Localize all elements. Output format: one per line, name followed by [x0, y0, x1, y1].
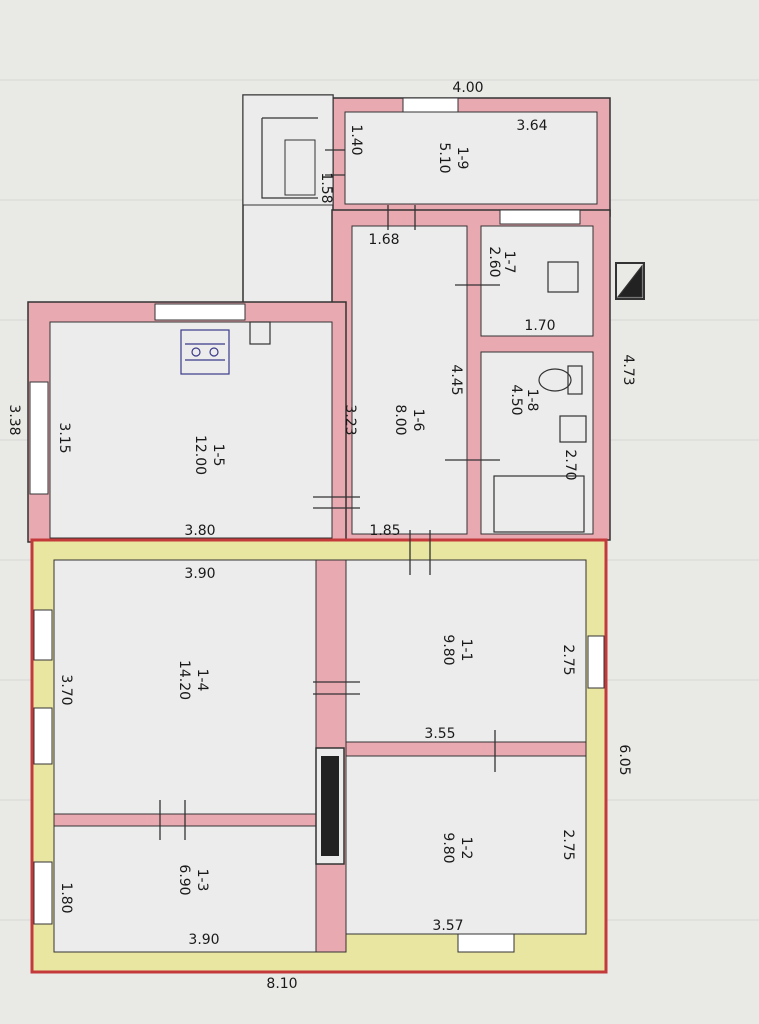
sink-icon	[249, 321, 271, 345]
room-1-7-floor	[480, 225, 594, 337]
window-left-b	[33, 707, 53, 765]
room-1-9-area: 5.10	[436, 142, 452, 173]
room-1-7-id: 1-7	[501, 251, 517, 274]
dim-1-40: 1.40	[348, 124, 364, 155]
room-1-5-id: 1-5	[210, 444, 226, 467]
door-marks	[159, 149, 500, 840]
room-1-9-id: 1-9	[454, 147, 470, 170]
room-1-5-dim-b: 3.80	[184, 523, 215, 539]
dim-1-85: 1.85	[369, 523, 400, 539]
room-1-1-floor	[345, 559, 587, 743]
room-1-4-area: 14.20	[176, 660, 192, 700]
toilet-icon	[538, 368, 572, 392]
room-1-6-floor	[351, 225, 468, 535]
room-1-7-dim: 1.70	[524, 318, 555, 334]
room-1-6-id: 1-6	[410, 409, 426, 432]
washbasin-icon	[559, 415, 587, 443]
window-left-1-5	[29, 381, 49, 495]
window-1-7	[499, 209, 581, 225]
room-1-2-dim-a: 2.75	[560, 829, 576, 860]
dim-3-55: 3.55	[424, 726, 455, 742]
fixtures	[180, 261, 645, 533]
lower-walls	[30, 538, 608, 974]
dim-left-side: 3.38	[6, 404, 22, 435]
room-1-6-dim-b: 4.45	[448, 364, 464, 395]
room-1-8-id: 1-8	[524, 389, 540, 412]
room-1-5-dim-a: 3.15	[56, 422, 72, 453]
room-1-9-dim: 3.64	[516, 118, 547, 134]
room-1-2-area: 9.80	[440, 832, 456, 863]
dim-right-upper: 4.73	[620, 354, 636, 385]
room-1-3-dim-b: 3.90	[188, 932, 219, 948]
stove-icon	[180, 329, 230, 375]
room-1-3-area: 6.90	[176, 864, 192, 895]
room-1-5-area: 12.00	[192, 435, 208, 475]
window-left-a	[33, 609, 53, 661]
dim-1-58: 1.58	[318, 172, 334, 203]
dim-bottom: 8.10	[266, 976, 297, 992]
boiler-icon	[547, 261, 579, 293]
dim-1-68: 1.68	[368, 232, 399, 248]
room-1-2-dim-b: 3.57	[432, 918, 463, 934]
room-1-8-floor	[480, 351, 594, 535]
meter-icon	[615, 262, 645, 300]
room-1-4-id: 1-4	[194, 669, 210, 692]
room-labels: 1-9 5.10 3.64 1-7 2.60 1.70 1-8 4.50 2.7…	[56, 118, 578, 948]
room-1-1-id: 1-1	[458, 639, 474, 662]
room-1-4-dim-a: 3.70	[58, 674, 74, 705]
window-right	[587, 635, 605, 689]
room-1-5-floor	[49, 321, 333, 539]
room-1-1-dim: 2.75	[560, 644, 576, 675]
window-bottom	[457, 933, 515, 953]
room-1-3-id: 1-3	[194, 869, 210, 892]
room-1-3-floor	[53, 825, 317, 953]
room-1-8-dim: 2.70	[562, 449, 578, 480]
window-top	[402, 97, 459, 113]
windows	[29, 97, 605, 953]
room-1-1-area: 9.80	[440, 634, 456, 665]
room-1-8-area: 4.50	[508, 384, 524, 415]
window-1-5	[154, 303, 246, 321]
dimension-labels: 4.00 4.73 6.05 3.38 8.10 1.40 1.58 1.68 …	[6, 80, 636, 992]
room-1-4-floor	[53, 559, 317, 815]
upper-walls	[27, 94, 611, 543]
window-left-c	[33, 861, 53, 925]
room-1-3-dim-a: 1.80	[58, 882, 74, 913]
room-1-4-dim-b: 3.90	[184, 566, 215, 582]
bathtub-icon	[493, 475, 585, 533]
room-1-6-dim-a: 3.23	[342, 404, 358, 435]
room-1-7-area: 2.60	[486, 246, 502, 277]
room-1-6-area: 8.00	[392, 404, 408, 435]
room-1-2-id: 1-2	[458, 837, 474, 860]
dim-right-lower: 6.05	[616, 744, 632, 775]
dim-top-width: 4.00	[452, 80, 483, 96]
